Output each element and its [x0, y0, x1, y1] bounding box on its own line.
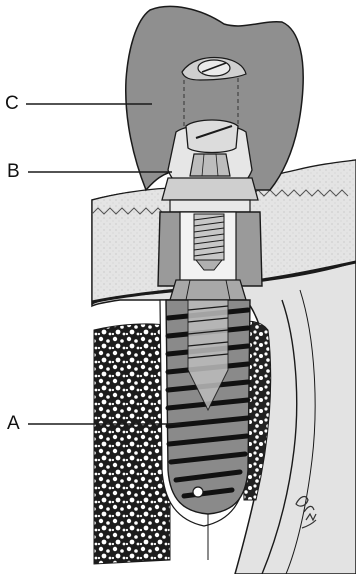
abutment-screw-head — [186, 120, 238, 153]
hex-connection — [170, 280, 246, 300]
label-c: C — [5, 94, 19, 113]
apical-vent-hole — [193, 487, 203, 497]
label-a: A — [7, 414, 20, 433]
cancellous-bone-left — [94, 324, 170, 564]
abutment-nut — [190, 154, 230, 176]
abutment-collar-lower — [170, 200, 250, 212]
abutment-collar — [162, 178, 258, 200]
label-b: B — [7, 162, 20, 181]
